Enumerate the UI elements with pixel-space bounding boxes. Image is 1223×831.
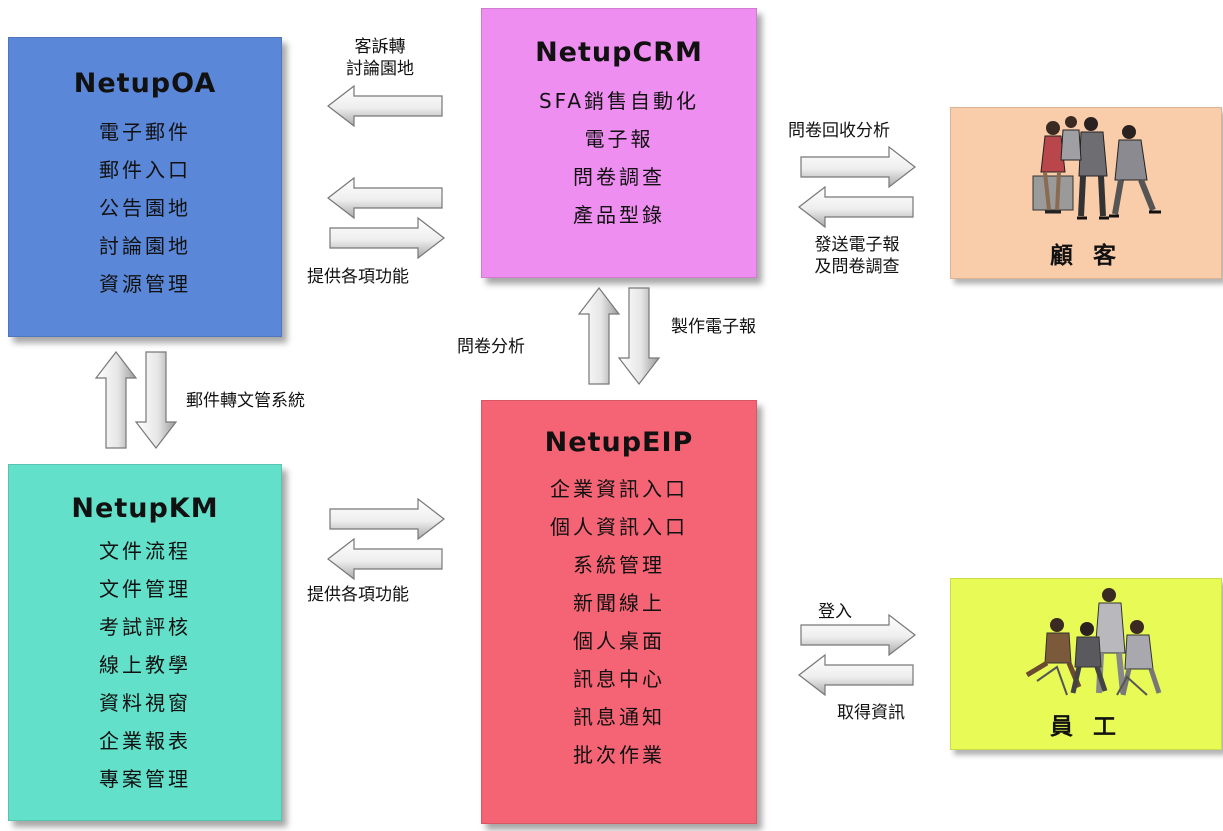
netup-km-list: 文件流程 文件管理 考試評核 線上教學 資料視窗 企業報表 專案管理 — [9, 532, 281, 798]
netup-crm-list: SFA銷售自動化 電子報 問卷調查 產品型錄 — [482, 82, 756, 234]
employee-box: 員 工 — [950, 578, 1222, 750]
km-item: 資料視窗 — [99, 691, 191, 715]
oa-item: 郵件入口 — [99, 158, 191, 182]
km-item: 專案管理 — [99, 767, 191, 791]
eip-item: 個人桌面 — [573, 629, 665, 653]
label-get-info: 取得資訊 — [837, 703, 905, 723]
arrow-eip-employee-bidirectional — [798, 613, 916, 697]
eip-item: 批次作業 — [573, 743, 665, 767]
label-complaint-line1: 客訴轉 — [354, 37, 406, 57]
eip-item: 個人資訊入口 — [550, 515, 688, 539]
netup-oa-list: 電子郵件 郵件入口 公告園地 討論園地 資源管理 — [9, 113, 281, 303]
netup-crm-box: NetupCRM SFA銷售自動化 電子報 問卷調查 產品型錄 — [481, 8, 757, 278]
label-complaint-line2: 討論園地 — [346, 59, 414, 79]
crm-item: 問卷調查 — [573, 165, 665, 189]
oa-item: 電子郵件 — [99, 120, 191, 144]
eip-item: 企業資訊入口 — [550, 477, 688, 501]
eip-item: 訊息中心 — [573, 667, 665, 691]
label-complaint-to-forum: 客訴轉 討論園地 — [330, 36, 430, 80]
label-oa-crm-functions: 提供各項功能 — [307, 267, 409, 287]
label-send-newsletter-line2: 及問卷調查 — [814, 257, 900, 277]
label-km-eip-functions: 提供各項功能 — [307, 585, 409, 605]
eip-item: 新聞線上 — [573, 591, 665, 615]
netup-oa-box: NetupOA 電子郵件 郵件入口 公告園地 討論園地 資源管理 — [8, 37, 282, 337]
oa-item: 公告園地 — [99, 196, 191, 220]
customer-label: 顧 客 — [1049, 243, 1122, 269]
label-mail-to-docsys: 郵件轉文管系統 — [186, 391, 305, 411]
netup-crm-title: NetupCRM — [535, 37, 703, 68]
label-login: 登入 — [818, 602, 852, 622]
customer-box: 顧 客 — [950, 107, 1222, 279]
netup-eip-box: NetupEIP 企業資訊入口 個人資訊入口 系統管理 新聞線上 個人桌面 訊息… — [481, 400, 757, 824]
label-make-newsletter: 製作電子報 — [671, 317, 756, 337]
business-people-icon — [1032, 116, 1161, 220]
arrow-km-eip-bidirectional — [327, 497, 445, 581]
eip-item: 系統管理 — [573, 553, 665, 577]
staff-meeting-icon — [1025, 588, 1162, 696]
employee-label: 員 工 — [1049, 714, 1122, 740]
crm-item: SFA銷售自動化 — [538, 89, 700, 113]
oa-item: 資源管理 — [99, 272, 191, 296]
crm-item: 產品型錄 — [573, 203, 665, 227]
km-item: 線上教學 — [99, 653, 191, 677]
km-item: 考試評核 — [99, 615, 191, 639]
arrow-oa-crm-bidirectional — [327, 176, 445, 260]
netup-km-box: NetupKM 文件流程 文件管理 考試評核 線上教學 資料視窗 企業報表 專案… — [8, 464, 282, 821]
km-item: 文件流程 — [99, 539, 191, 563]
arrow-crm-to-oa — [327, 84, 443, 128]
arrow-crm-customer-bidirectional — [798, 145, 916, 229]
label-send-newsletter: 發送電子報 及問卷調查 — [792, 234, 922, 278]
netup-km-title: NetupKM — [71, 493, 219, 524]
km-item: 企業報表 — [99, 729, 191, 753]
label-survey-analysis: 問卷分析 — [457, 337, 525, 357]
arrow-oa-km-bidirectional — [94, 351, 178, 449]
arrow-crm-eip-bidirectional — [577, 287, 661, 385]
label-send-newsletter-line1: 發送電子報 — [814, 235, 900, 255]
km-item: 文件管理 — [99, 577, 191, 601]
eip-item: 訊息通知 — [573, 705, 665, 729]
netup-eip-title: NetupEIP — [544, 427, 694, 458]
crm-item: 電子報 — [584, 127, 654, 151]
netup-oa-title: NetupOA — [73, 68, 217, 99]
netup-eip-list: 企業資訊入口 個人資訊入口 系統管理 新聞線上 個人桌面 訊息中心 訊息通知 批… — [482, 470, 756, 774]
oa-item: 討論園地 — [99, 234, 191, 258]
label-survey-collection: 問卷回收分析 — [788, 121, 890, 141]
